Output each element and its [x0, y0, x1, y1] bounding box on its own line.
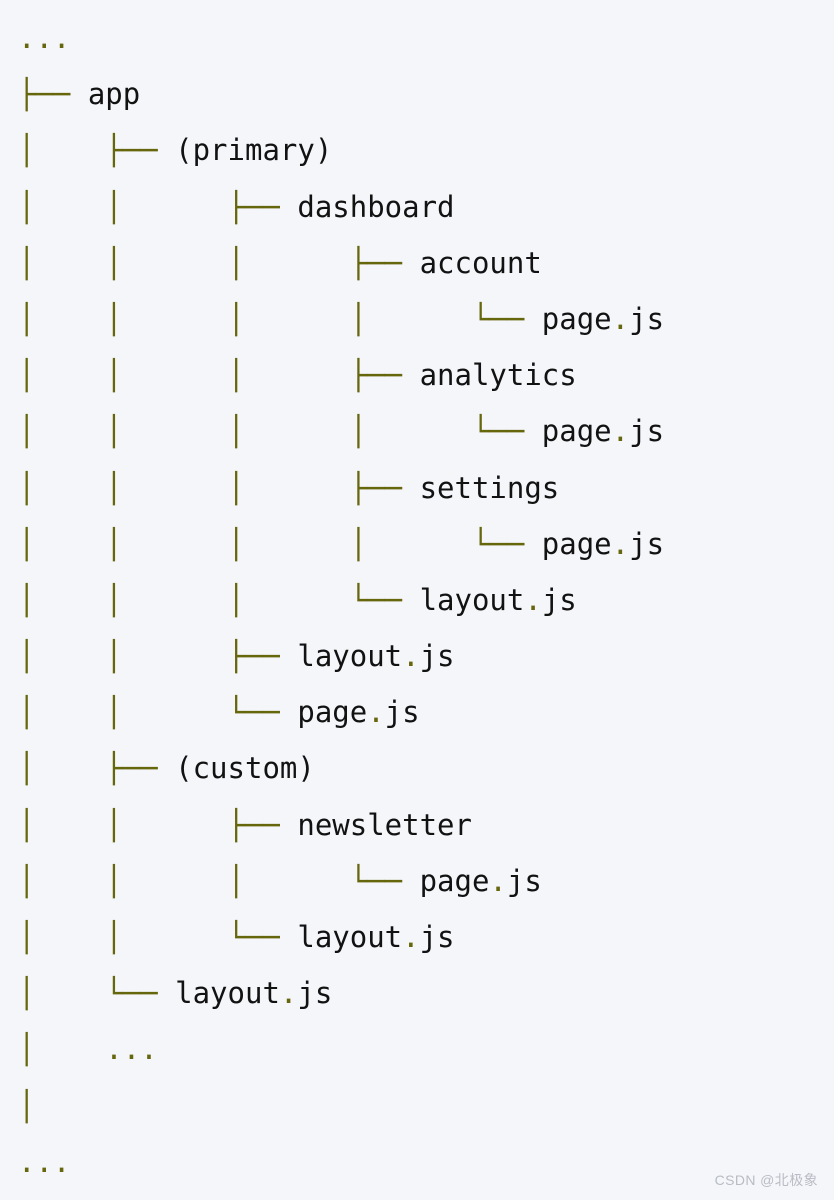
tree-line: │ └── layout.js	[18, 965, 834, 1021]
tree-line: │	[18, 1078, 834, 1134]
file-extension-dot: .	[611, 526, 630, 561]
tree-branch-glyphs: │ │ └──	[18, 695, 298, 730]
tree-line: │ │ │ └── layout.js	[18, 572, 834, 628]
folder-name: (primary)	[175, 133, 333, 168]
tree-line: │ │ │ │ └── page.js	[18, 291, 834, 347]
tree-branch-glyphs: │ │ │ ├──	[18, 358, 420, 393]
tree-line: │ │ │ │ └── page.js	[18, 516, 834, 572]
file-name: page	[419, 863, 490, 898]
folder-name: app	[87, 77, 141, 112]
tree-line: ...	[18, 1134, 834, 1190]
file-extension: js	[419, 639, 455, 674]
file-name: page	[541, 301, 612, 336]
file-extension: js	[384, 695, 420, 730]
file-extension-dot: .	[611, 414, 630, 449]
tree-line: │ │ ├── newsletter	[18, 797, 834, 853]
file-name: page	[297, 695, 368, 730]
tree-branch-glyphs: │ │ │ │ └──	[18, 301, 542, 336]
file-extension: js	[506, 863, 542, 898]
tree-line: │ │ └── page.js	[18, 684, 834, 740]
tree-branch-glyphs: │ │ │ │ └──	[18, 414, 542, 449]
file-name: layout	[419, 582, 525, 617]
tree-branch-glyphs: │ │ │ │ └──	[18, 526, 542, 561]
folder-name: newsletter	[297, 807, 472, 842]
file-extension-dot: .	[279, 976, 298, 1011]
tree-line: │ │ │ └── page.js	[18, 853, 834, 909]
tree-branch-glyphs: │ │ │ └──	[18, 582, 420, 617]
file-extension: js	[541, 582, 577, 617]
file-extension-dot: .	[524, 582, 542, 617]
tree-branch-glyphs: ├──	[18, 77, 88, 112]
file-name: layout	[297, 920, 403, 954]
tree-branch-glyphs: │ │ ├──	[18, 189, 298, 224]
folder-name: (custom)	[175, 751, 315, 786]
tree-branch-glyphs: │ │ └──	[18, 920, 298, 954]
tree-line: │ │ │ ├── analytics	[18, 347, 834, 403]
tree-branch-glyphs: ...	[18, 21, 71, 55]
tree-line: │ ├── (primary)	[18, 122, 834, 178]
tree-line: ...	[18, 10, 834, 66]
file-extension: js	[419, 920, 455, 954]
tree-branch-glyphs: │ │ │ ├──	[18, 470, 420, 505]
tree-branch-glyphs: │ ├──	[18, 751, 176, 786]
tree-branch-glyphs: │ │ │ ├──	[18, 245, 420, 280]
file-name: page	[541, 526, 612, 561]
file-extension-dot: .	[611, 301, 630, 336]
folder-name: analytics	[419, 358, 577, 393]
watermark-csdn: CSDN @北极象	[714, 1172, 818, 1188]
tree-line: │ │ └── layout.js	[18, 909, 834, 965]
tree-branch-glyphs: ...	[18, 1144, 71, 1179]
tree-branch-glyphs: │ │ │ └──	[18, 863, 420, 898]
tree-branch-glyphs: │ ...	[18, 1032, 158, 1067]
folder-name: settings	[419, 470, 560, 505]
tree-line: │ │ │ ├── account	[18, 235, 834, 291]
tree-line: │ ...	[18, 1021, 834, 1077]
tree-line: │ │ ├── dashboard	[18, 179, 834, 235]
file-extension-dot: .	[367, 695, 385, 730]
tree-branch-glyphs: │ └──	[18, 976, 176, 1011]
file-name: layout	[175, 976, 280, 1011]
tree-branch-glyphs: │	[18, 1088, 36, 1123]
file-extension: js	[629, 301, 665, 336]
tree-branch-glyphs: │ │ ├──	[18, 639, 298, 674]
file-extension: js	[629, 526, 665, 561]
tree-branch-glyphs: │ │ ├──	[18, 807, 298, 842]
file-name: layout	[297, 639, 403, 674]
file-extension-dot: .	[489, 863, 507, 898]
file-extension: js	[629, 414, 665, 449]
tree-line: ├── app	[18, 66, 834, 122]
file-name: page	[541, 414, 612, 449]
tree-line: │ ├── (custom)	[18, 740, 834, 796]
folder-name: dashboard	[297, 189, 455, 224]
file-extension-dot: .	[402, 920, 420, 954]
tree-line: │ │ ├── layout.js	[18, 628, 834, 684]
tree-line: │ │ │ ├── settings	[18, 460, 834, 516]
file-extension: js	[297, 976, 333, 1011]
tree-line: │ │ │ │ └── page.js	[18, 403, 834, 459]
file-extension-dot: .	[402, 639, 420, 674]
tree-branch-glyphs: │ ├──	[18, 133, 176, 168]
folder-name: account	[419, 245, 542, 280]
